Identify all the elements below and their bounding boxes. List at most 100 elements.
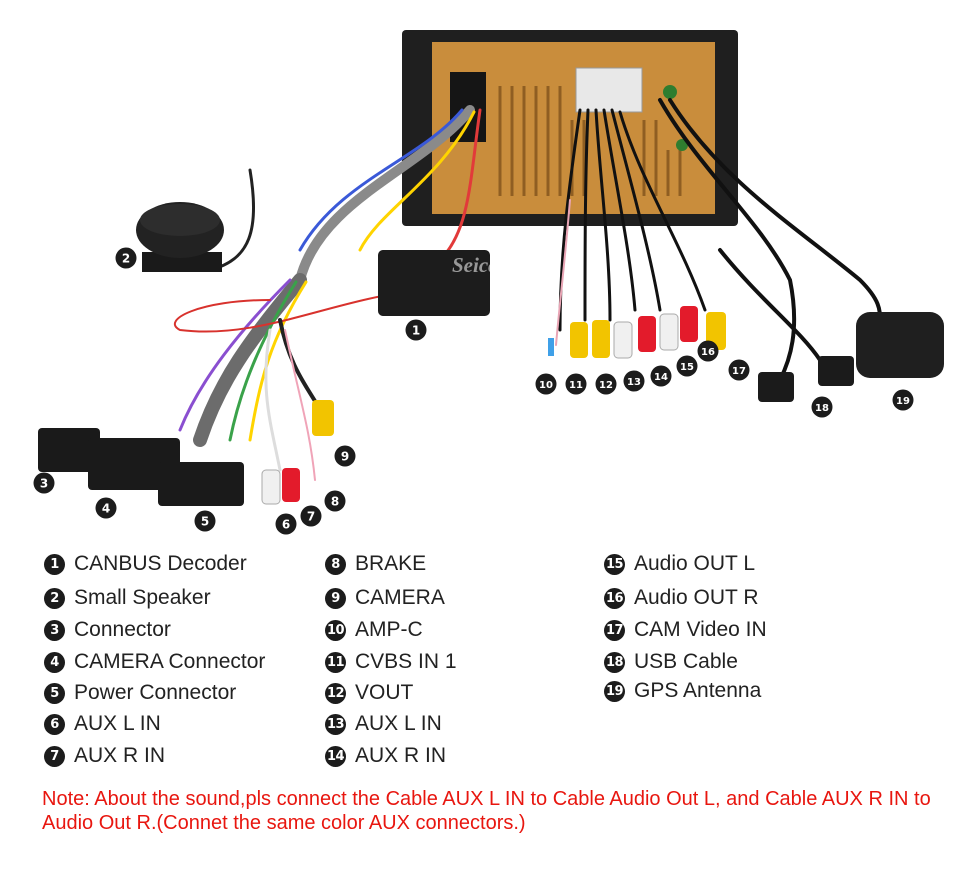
legend-badge: 12 (325, 682, 346, 704)
svg-text:6: 6 (282, 518, 290, 532)
marker-17: 17 (728, 359, 750, 381)
legend-label: AMP-C (355, 618, 423, 641)
svg-text:17: 17 (732, 366, 746, 377)
legend-badge: 8 (325, 553, 346, 575)
svg-text:12: 12 (599, 380, 613, 391)
legend-item-18: 18 USB Cable (604, 650, 738, 674)
svg-text:15: 15 (680, 362, 694, 373)
legend-item-3: 3 Connector (44, 618, 171, 642)
legend-label: AUX L IN (355, 712, 442, 735)
marker-15: 15 (676, 355, 698, 377)
legend-label: Audio OUT R (634, 586, 759, 609)
legend-badge: 11 (325, 651, 346, 673)
legend-item-10: 10 AMP-C (325, 618, 423, 642)
legend-item-4: 4 CAMERA Connector (44, 650, 265, 674)
legend-badge: 9 (325, 587, 346, 609)
marker-18: 18 (811, 396, 833, 418)
marker-13: 13 (623, 370, 645, 392)
svg-text:9: 9 (341, 450, 349, 464)
legend-item-12: 12 VOUT (325, 681, 413, 705)
legend-label: CAM Video IN (634, 618, 767, 641)
legend-badge: 6 (44, 713, 65, 735)
svg-text:16: 16 (701, 347, 715, 358)
legend-label: AUX L IN (74, 712, 161, 735)
small-speaker (136, 202, 224, 272)
svg-text:5: 5 (201, 515, 209, 529)
sound-connection-note: Note: About the sound,pls connect the Ca… (42, 788, 931, 834)
legend-badge: 5 (44, 682, 65, 704)
legend-badge: 14 (325, 745, 346, 767)
svg-text:2: 2 (122, 252, 130, 266)
power-connector-plug (158, 462, 244, 506)
usb-cable-ends (758, 356, 854, 402)
legend-item-1: 1 CANBUS Decoder (44, 552, 247, 576)
legend-item-9: 9 CAMERA (325, 586, 445, 610)
legend-label: Power Connector (74, 681, 237, 704)
legend-label: CVBS IN 1 (355, 650, 457, 673)
svg-text:14: 14 (654, 372, 668, 383)
svg-text:7: 7 (307, 510, 315, 524)
svg-text:10: 10 (539, 380, 553, 391)
svg-text:11: 11 (569, 380, 583, 391)
legend-badge: 3 (44, 619, 65, 641)
legend-label: Audio OUT L (634, 552, 756, 575)
marker-5: 5 (194, 510, 216, 532)
marker-10: 10 (535, 373, 557, 395)
marker-16: 16 (697, 340, 719, 362)
callout-markers: 1 2 3 4 5 6 7 8 9 10 11 12 13 14 15 16 1… (33, 247, 914, 535)
legend-label: CAMERA Connector (74, 650, 266, 673)
marker-1: 1 (405, 319, 427, 341)
legend-label: CAMERA (355, 586, 445, 609)
svg-text:4: 4 (102, 502, 110, 516)
head-unit (402, 30, 738, 226)
marker-7: 7 (300, 505, 322, 527)
legend-badge: 13 (325, 713, 346, 735)
legend-badge: 15 (604, 553, 625, 575)
marker-19: 19 (892, 389, 914, 411)
wiring-diagram-illustration: Seicane 1 2 3 4 5 6 (33, 30, 944, 535)
connector-plug (38, 428, 100, 472)
legend-item-15: 15 Audio OUT L (604, 552, 755, 576)
legend-item-6: 6 AUX L IN (44, 712, 161, 736)
legend-badge: 18 (604, 651, 625, 673)
rca-right-cluster (548, 306, 726, 359)
svg-text:3: 3 (40, 477, 48, 491)
legend-item-8: 8 BRAKE (325, 552, 426, 576)
legend-badge: 7 (44, 745, 65, 767)
marker-6: 6 (275, 513, 297, 535)
legend-badge: 1 (44, 553, 65, 575)
svg-text:1: 1 (412, 324, 420, 338)
legend-label: AUX R IN (74, 744, 166, 767)
legend-label: Small Speaker (74, 586, 211, 609)
legend-item-11: 11 CVBS IN 1 (325, 650, 457, 674)
legend-item-14: 14 AUX R IN (325, 744, 446, 768)
legend-label: VOUT (355, 681, 414, 704)
marker-3: 3 (33, 472, 55, 494)
marker-11: 11 (565, 373, 587, 395)
svg-text:19: 19 (896, 396, 910, 407)
svg-text:18: 18 (815, 403, 829, 414)
legend-badge: 16 (604, 587, 625, 609)
legend-badge: 10 (325, 619, 346, 641)
canbus-decoder-box (378, 250, 490, 316)
legend-label: Connector (74, 618, 171, 641)
camera-connector-plug (88, 438, 180, 490)
wire-harness (173, 98, 882, 481)
marker-2: 2 (115, 247, 137, 269)
legend-label: BRAKE (355, 552, 427, 575)
legend-label: AUX R IN (355, 744, 447, 767)
watermark-text: Seicane (452, 253, 520, 277)
legend-label: USB Cable (634, 650, 738, 673)
gps-antenna (856, 312, 944, 378)
legend-item-5: 5 Power Connector (44, 681, 236, 705)
legend-item-13: 13 AUX L IN (325, 712, 442, 736)
marker-4: 4 (95, 497, 117, 519)
rca-left-cluster (261, 400, 334, 505)
legend-item-7: 7 AUX R IN (44, 744, 165, 768)
legend-badge: 4 (44, 651, 65, 673)
legend-badge: 17 (604, 619, 625, 641)
svg-text:8: 8 (331, 495, 339, 509)
legend-label: CANBUS Decoder (74, 552, 247, 575)
